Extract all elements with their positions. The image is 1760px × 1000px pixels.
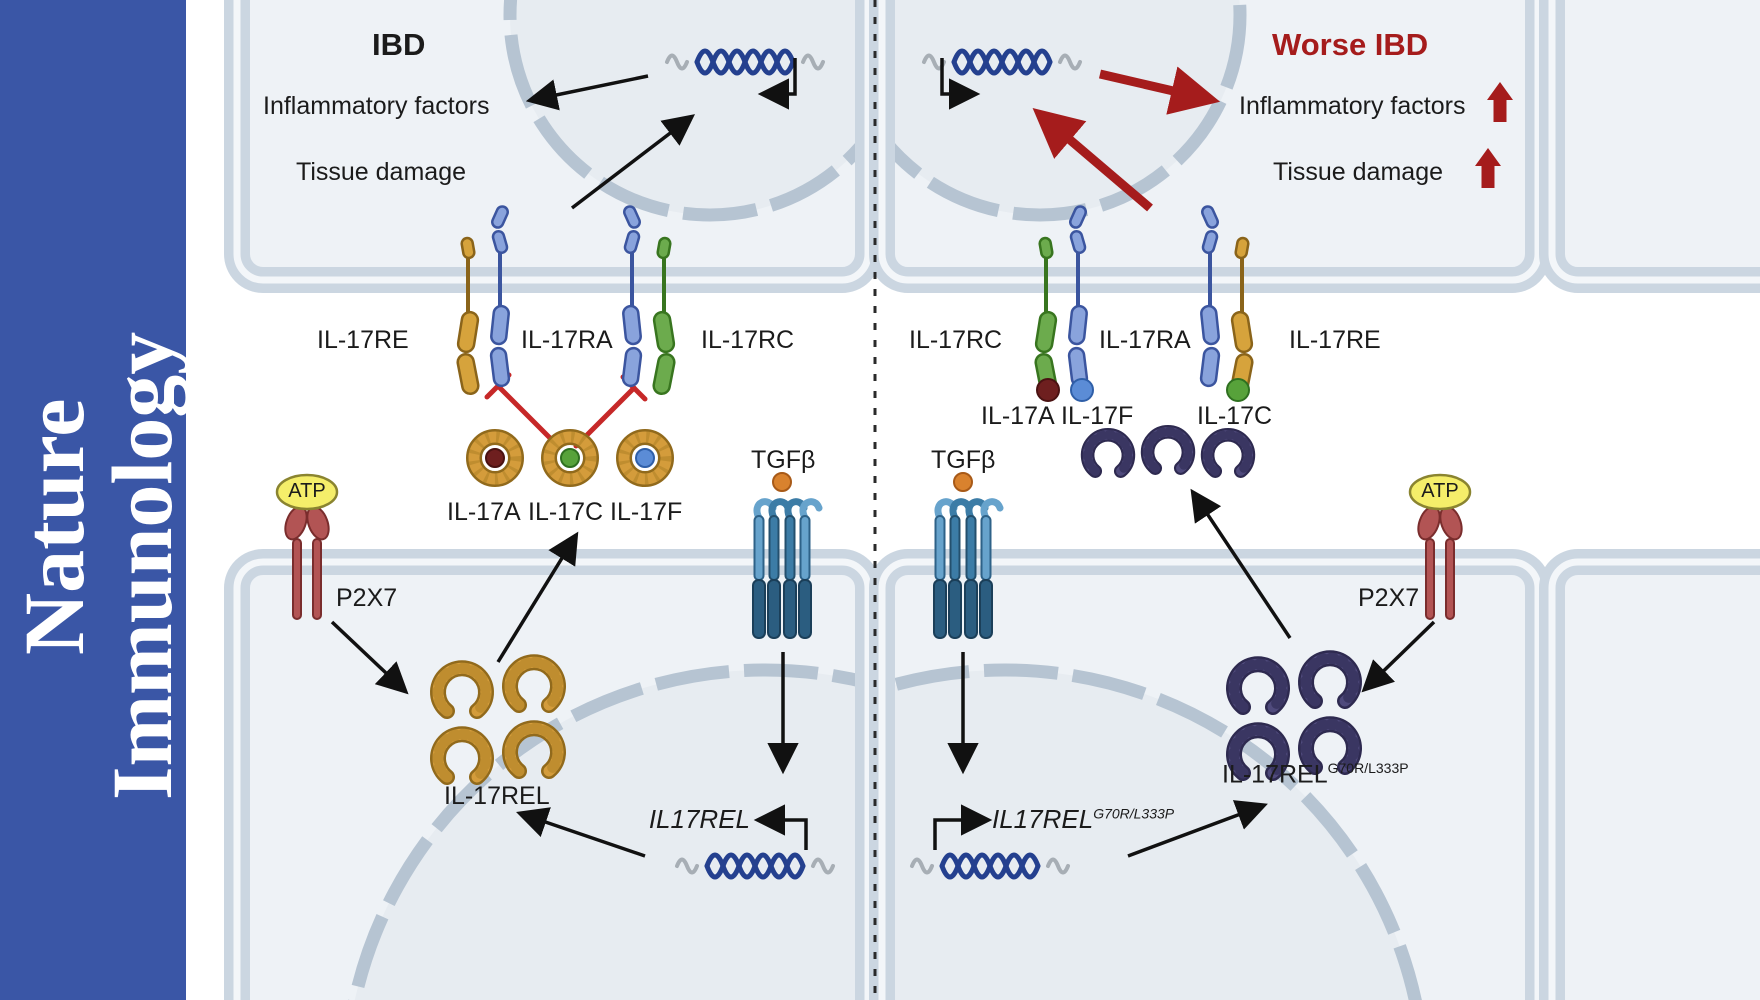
right-panel-title: Worse IBD bbox=[1272, 27, 1429, 62]
tgfb-label-right: TGFβ bbox=[931, 446, 996, 474]
il17re-label-left: IL-17RE bbox=[317, 326, 409, 354]
il17ra-label-right: IL-17RA bbox=[1099, 326, 1191, 354]
nucleus-bottom-right bbox=[882, 663, 1422, 1000]
il17f-label-left: IL-17F bbox=[610, 498, 683, 526]
nucleus-bottom-left bbox=[348, 663, 868, 1000]
il17ra-label-left: IL-17RA bbox=[521, 326, 613, 354]
inflammatory-factors-label-right: Inflammatory factors bbox=[1239, 92, 1466, 120]
cytokine-il17f-blob bbox=[624, 437, 666, 479]
gene-arrow-left bbox=[753, 804, 808, 850]
transcription-arrow-left bbox=[757, 58, 797, 110]
il17rel-gene-label-left: IL17REL bbox=[648, 804, 750, 834]
arrow-il17rel-to-cytokines-right bbox=[1190, 488, 1292, 639]
il17a-dot-right bbox=[1036, 378, 1060, 402]
atp-label-right: ATP bbox=[1421, 480, 1459, 502]
il17f-label-right: IL-17F bbox=[1061, 402, 1134, 430]
tgfb-dot-left bbox=[772, 472, 792, 492]
p2x7-label-right: P2X7 bbox=[1358, 584, 1420, 612]
il17rc-label-right: IL-17RC bbox=[909, 326, 1003, 354]
tgfb-receptor-left bbox=[753, 502, 819, 638]
arrow-receptor-to-nucleus-left bbox=[570, 114, 696, 210]
il17a-label-left: IL-17A bbox=[447, 498, 521, 526]
journal-banner: Nature Immunology bbox=[0, 0, 190, 1000]
arrow-gene-to-protein-left bbox=[516, 807, 646, 858]
left-panel-title: IBD bbox=[372, 27, 426, 62]
red-arrow-receptor-to-nucleus bbox=[1032, 107, 1153, 212]
cytokine-il17a-blob bbox=[474, 437, 516, 479]
atp-icon-left bbox=[275, 473, 339, 511]
arrow-p2x7-to-il17rel-right bbox=[1361, 620, 1436, 693]
transcription-arrow-right bbox=[940, 58, 981, 110]
il17c-label-left: IL-17C bbox=[528, 498, 604, 526]
variant-cytokine-row bbox=[1088, 432, 1249, 471]
gene-variant: G70R/L333P bbox=[1093, 805, 1175, 822]
atp-label-left: ATP bbox=[288, 480, 326, 502]
arrow-gene-to-protein-right bbox=[1127, 800, 1268, 858]
il17a-label-right: IL-17A bbox=[981, 402, 1055, 430]
tgfb-dot-right bbox=[953, 472, 973, 492]
il17c-label-right: IL-17C bbox=[1197, 402, 1273, 430]
il17rel-variant-gene-label-right: IL17RELG70R/L333P bbox=[992, 804, 1174, 835]
il17rel-variant-protein-label-right: IL-17RELG70R/L333P bbox=[1222, 760, 1409, 789]
arrow-il17rel-to-cytokines-left bbox=[496, 531, 579, 663]
arrow-p2x7-to-il17rel-left bbox=[330, 620, 409, 695]
journal-name-line1: Nature bbox=[6, 398, 102, 655]
atp-icon-right bbox=[1408, 473, 1472, 511]
arrow-dna-to-inflammation-left bbox=[525, 74, 649, 111]
il17c-dot-right bbox=[1226, 378, 1250, 402]
gene-name: IL17REL bbox=[992, 804, 1094, 834]
journal-name-line2: Immunology bbox=[94, 331, 190, 800]
tissue-damage-label-right: Tissue damage bbox=[1273, 158, 1443, 186]
protein-name: IL-17REL bbox=[1222, 760, 1328, 789]
tgfb-label-left: TGFβ bbox=[751, 446, 816, 474]
il17re-label-right: IL-17RE bbox=[1289, 326, 1381, 354]
tgfb-receptor-right bbox=[934, 502, 1000, 638]
il17rel-protein-label-left: IL-17REL bbox=[444, 782, 550, 810]
cytokine-il17c-blob bbox=[549, 437, 591, 479]
gene-arrow-right bbox=[933, 804, 993, 850]
il17rc-label-left: IL-17RC bbox=[701, 326, 795, 354]
p2x7-label-left: P2X7 bbox=[336, 584, 398, 612]
tissue-damage-label-left: Tissue damage bbox=[296, 158, 466, 186]
protein-variant: G70R/L333P bbox=[1327, 760, 1409, 776]
red-arrow-dna-to-inflammation bbox=[1098, 66, 1221, 115]
inflammatory-factors-label-left: Inflammatory factors bbox=[263, 92, 490, 120]
il17f-dot-right bbox=[1070, 378, 1094, 402]
